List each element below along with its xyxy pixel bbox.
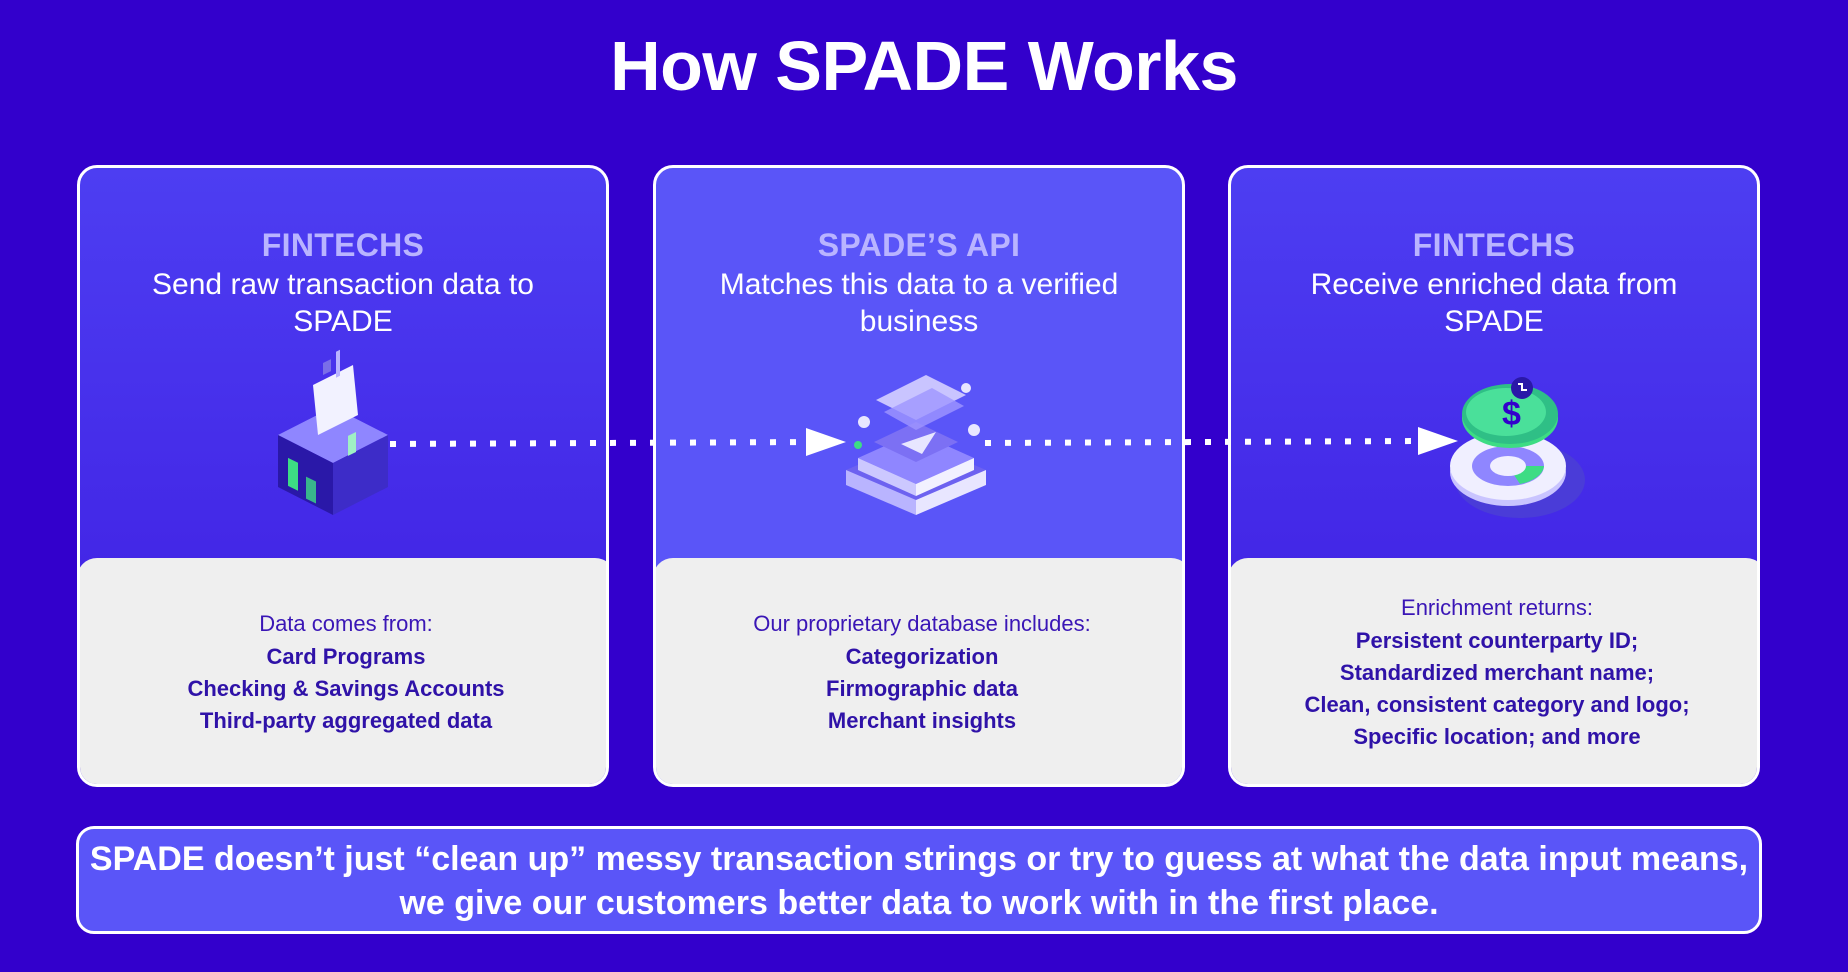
detail-item: Clean, consistent category and logo; [1304, 692, 1690, 717]
detail-lead: Data comes from: [259, 611, 433, 636]
detail-item: Standardized merchant name; [1339, 660, 1655, 685]
step-card-fintechs-receive: FINTECHS Receive enriched data from SPAD… [1228, 165, 1760, 787]
detail-item: Card Programs [266, 644, 426, 669]
step-detail-panel: Enrichment returns: Persistent counterpa… [1231, 558, 1757, 784]
step-subtitle: Receive enriched data from SPADE [1310, 268, 1678, 338]
detail-item: Third-party aggregated data [199, 708, 493, 733]
detail-item: Checking & Savings Accounts [187, 676, 505, 701]
detail-item: Firmographic data [826, 676, 1018, 701]
step-heading: FINTECHS [261, 227, 425, 263]
step-subtitle: Matches this data to a verified business [719, 268, 1119, 338]
step-card-spade-api: SPADE’S API Matches this data to a verif… [653, 165, 1185, 787]
step-detail-panel: Data comes from: Card Programs Checking … [80, 558, 606, 784]
detail-item: Specific location; and more [1353, 724, 1641, 749]
step-heading: SPADE’S API [817, 227, 1021, 263]
step-card-header: FINTECHS Receive enriched data from SPAD… [1231, 168, 1757, 558]
step-subtitle: Send raw transaction data to SPADE [152, 268, 534, 338]
detail-lead: Enrichment returns: [1401, 595, 1593, 620]
step-detail-panel: Our proprietary database includes: Categ… [656, 558, 1182, 784]
step-card-fintechs-send: FINTECHS Send raw transaction data to SP… [77, 165, 609, 787]
detail-item: Merchant insights [827, 708, 1017, 733]
step-heading: FINTECHS [1412, 227, 1576, 263]
detail-lead: Our proprietary database includes: [753, 611, 1091, 636]
step-card-header: SPADE’S API Matches this data to a verif… [656, 168, 1182, 558]
summary-banner: SPADE doesn’t just “clean up” messy tran… [76, 826, 1762, 934]
detail-item: Categorization [845, 644, 999, 669]
step-card-header: FINTECHS Send raw transaction data to SP… [80, 168, 606, 558]
detail-item: Persistent counterparty ID; [1355, 628, 1639, 653]
page-title: How SPADE Works [610, 27, 1238, 105]
